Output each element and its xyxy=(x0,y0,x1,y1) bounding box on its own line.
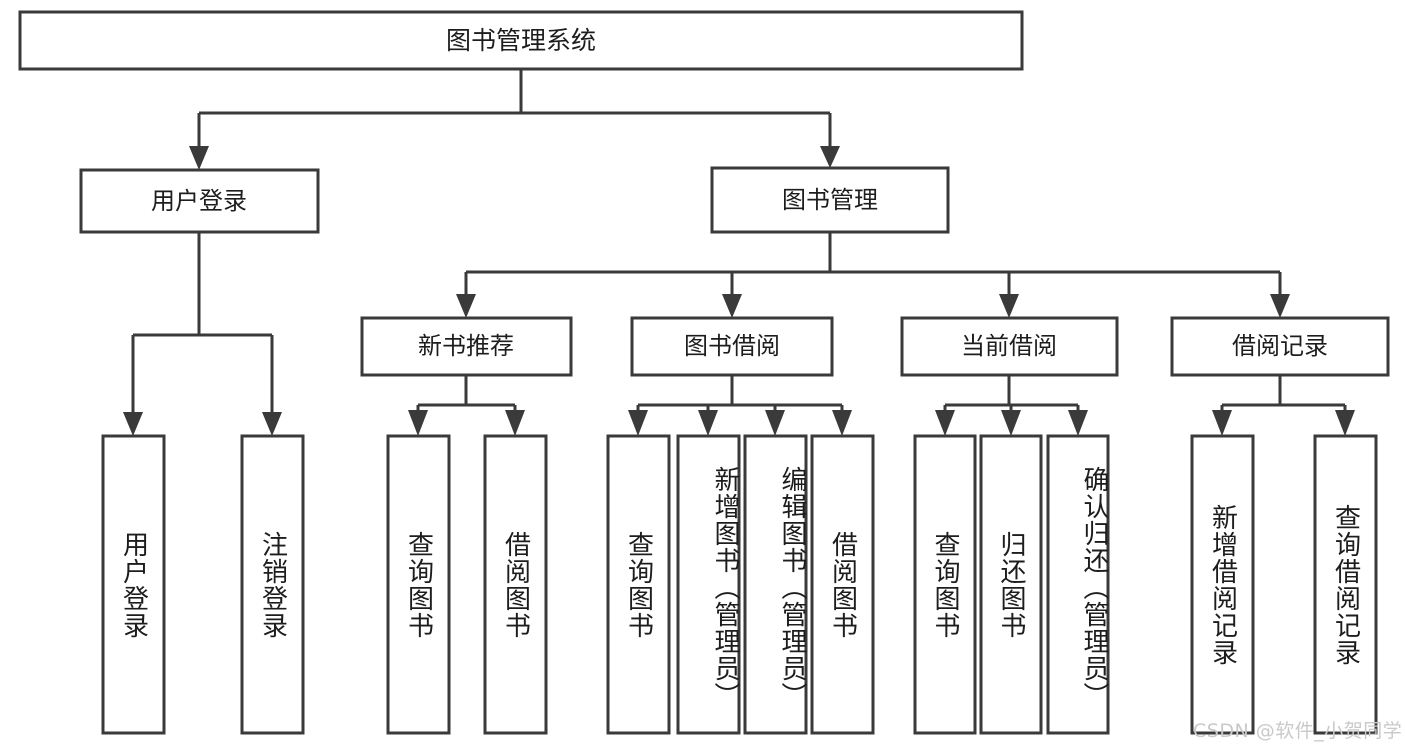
node-box-current-borrow[interactable] xyxy=(900,316,1119,377)
node-box-leaf-nb-query-book[interactable] xyxy=(386,434,451,735)
node-box-leaf-bb-edit-book[interactable] xyxy=(743,434,808,735)
node-box-root[interactable] xyxy=(18,10,1024,71)
node-box-leaf-br-add-record[interactable] xyxy=(1190,434,1255,735)
arrow-to-borrow-record xyxy=(1270,294,1290,318)
arrow-leaf-br-add-record xyxy=(1212,410,1232,436)
arrow-leaf-bb-query-book xyxy=(628,410,648,436)
node-box-leaf-nb-borrow-book[interactable] xyxy=(483,434,548,735)
arrow-leaf-bb-borrow-book xyxy=(832,410,852,436)
arrow-leaf-nb-query-book xyxy=(408,410,428,436)
watermark-csdn: CSDN @软件_小贺同学 xyxy=(1193,720,1403,742)
arrow-leaf-nb-borrow-book xyxy=(505,410,525,436)
arrow-to-new-book-recommend xyxy=(456,294,476,318)
node-label-root: 图书管理系统 xyxy=(446,26,596,55)
connectors-group xyxy=(123,69,1355,436)
node-box-leaf-user-login[interactable] xyxy=(101,434,166,735)
arrow-leaf-logout xyxy=(262,412,282,436)
arrow-to-book-borrow xyxy=(722,294,742,318)
node-label-book-borrow: 图书借阅 xyxy=(684,332,780,360)
arrow-leaf-bb-add-book xyxy=(698,410,718,436)
node-box-leaf-cb-return-book[interactable] xyxy=(979,434,1043,735)
node-box-book-manage[interactable] xyxy=(710,166,950,234)
node-box-new-book-recommend[interactable] xyxy=(360,316,573,377)
node-label-user-login: 用户登录 xyxy=(151,187,247,215)
node-box-book-borrow[interactable] xyxy=(630,316,834,377)
arrow-leaf-bb-edit-book xyxy=(765,410,785,436)
node-box-leaf-bb-query-book[interactable] xyxy=(606,434,671,735)
arrow-leaf-cb-query-book xyxy=(935,410,955,436)
node-box-user-login[interactable] xyxy=(79,168,320,234)
arrow-leaf-cb-confirm-return xyxy=(1068,410,1088,436)
arrow-leaf-user-login xyxy=(123,412,143,436)
arrow-leaf-cb-return-book xyxy=(1001,410,1021,436)
nodes-group: 图书管理系统 用户登录 图书管理 新书推荐 图书借阅 当前借阅 借阅记录 xyxy=(18,10,1390,735)
node-label-borrow-record: 借阅记录 xyxy=(1232,332,1328,360)
node-box-borrow-record[interactable] xyxy=(1170,316,1390,377)
arrow-leaf-br-query-record xyxy=(1335,410,1355,436)
node-box-leaf-cb-confirm-return[interactable] xyxy=(1046,434,1110,735)
node-box-leaf-bb-add-book[interactable] xyxy=(676,434,741,735)
node-box-leaf-bb-borrow-book[interactable] xyxy=(810,434,875,735)
arrow-to-current-borrow xyxy=(999,294,1019,318)
node-box-leaf-logout[interactable] xyxy=(240,434,305,735)
node-label-current-borrow: 当前借阅 xyxy=(961,332,1057,360)
arrow-root-to-book-manage xyxy=(820,146,840,168)
node-label-book-manage: 图书管理 xyxy=(782,186,878,214)
node-label-new-book-recommend: 新书推荐 xyxy=(418,332,514,360)
arrow-root-to-user-login xyxy=(189,146,209,170)
node-box-leaf-cb-query-book[interactable] xyxy=(913,434,977,735)
node-box-leaf-br-query-record[interactable] xyxy=(1313,434,1378,735)
